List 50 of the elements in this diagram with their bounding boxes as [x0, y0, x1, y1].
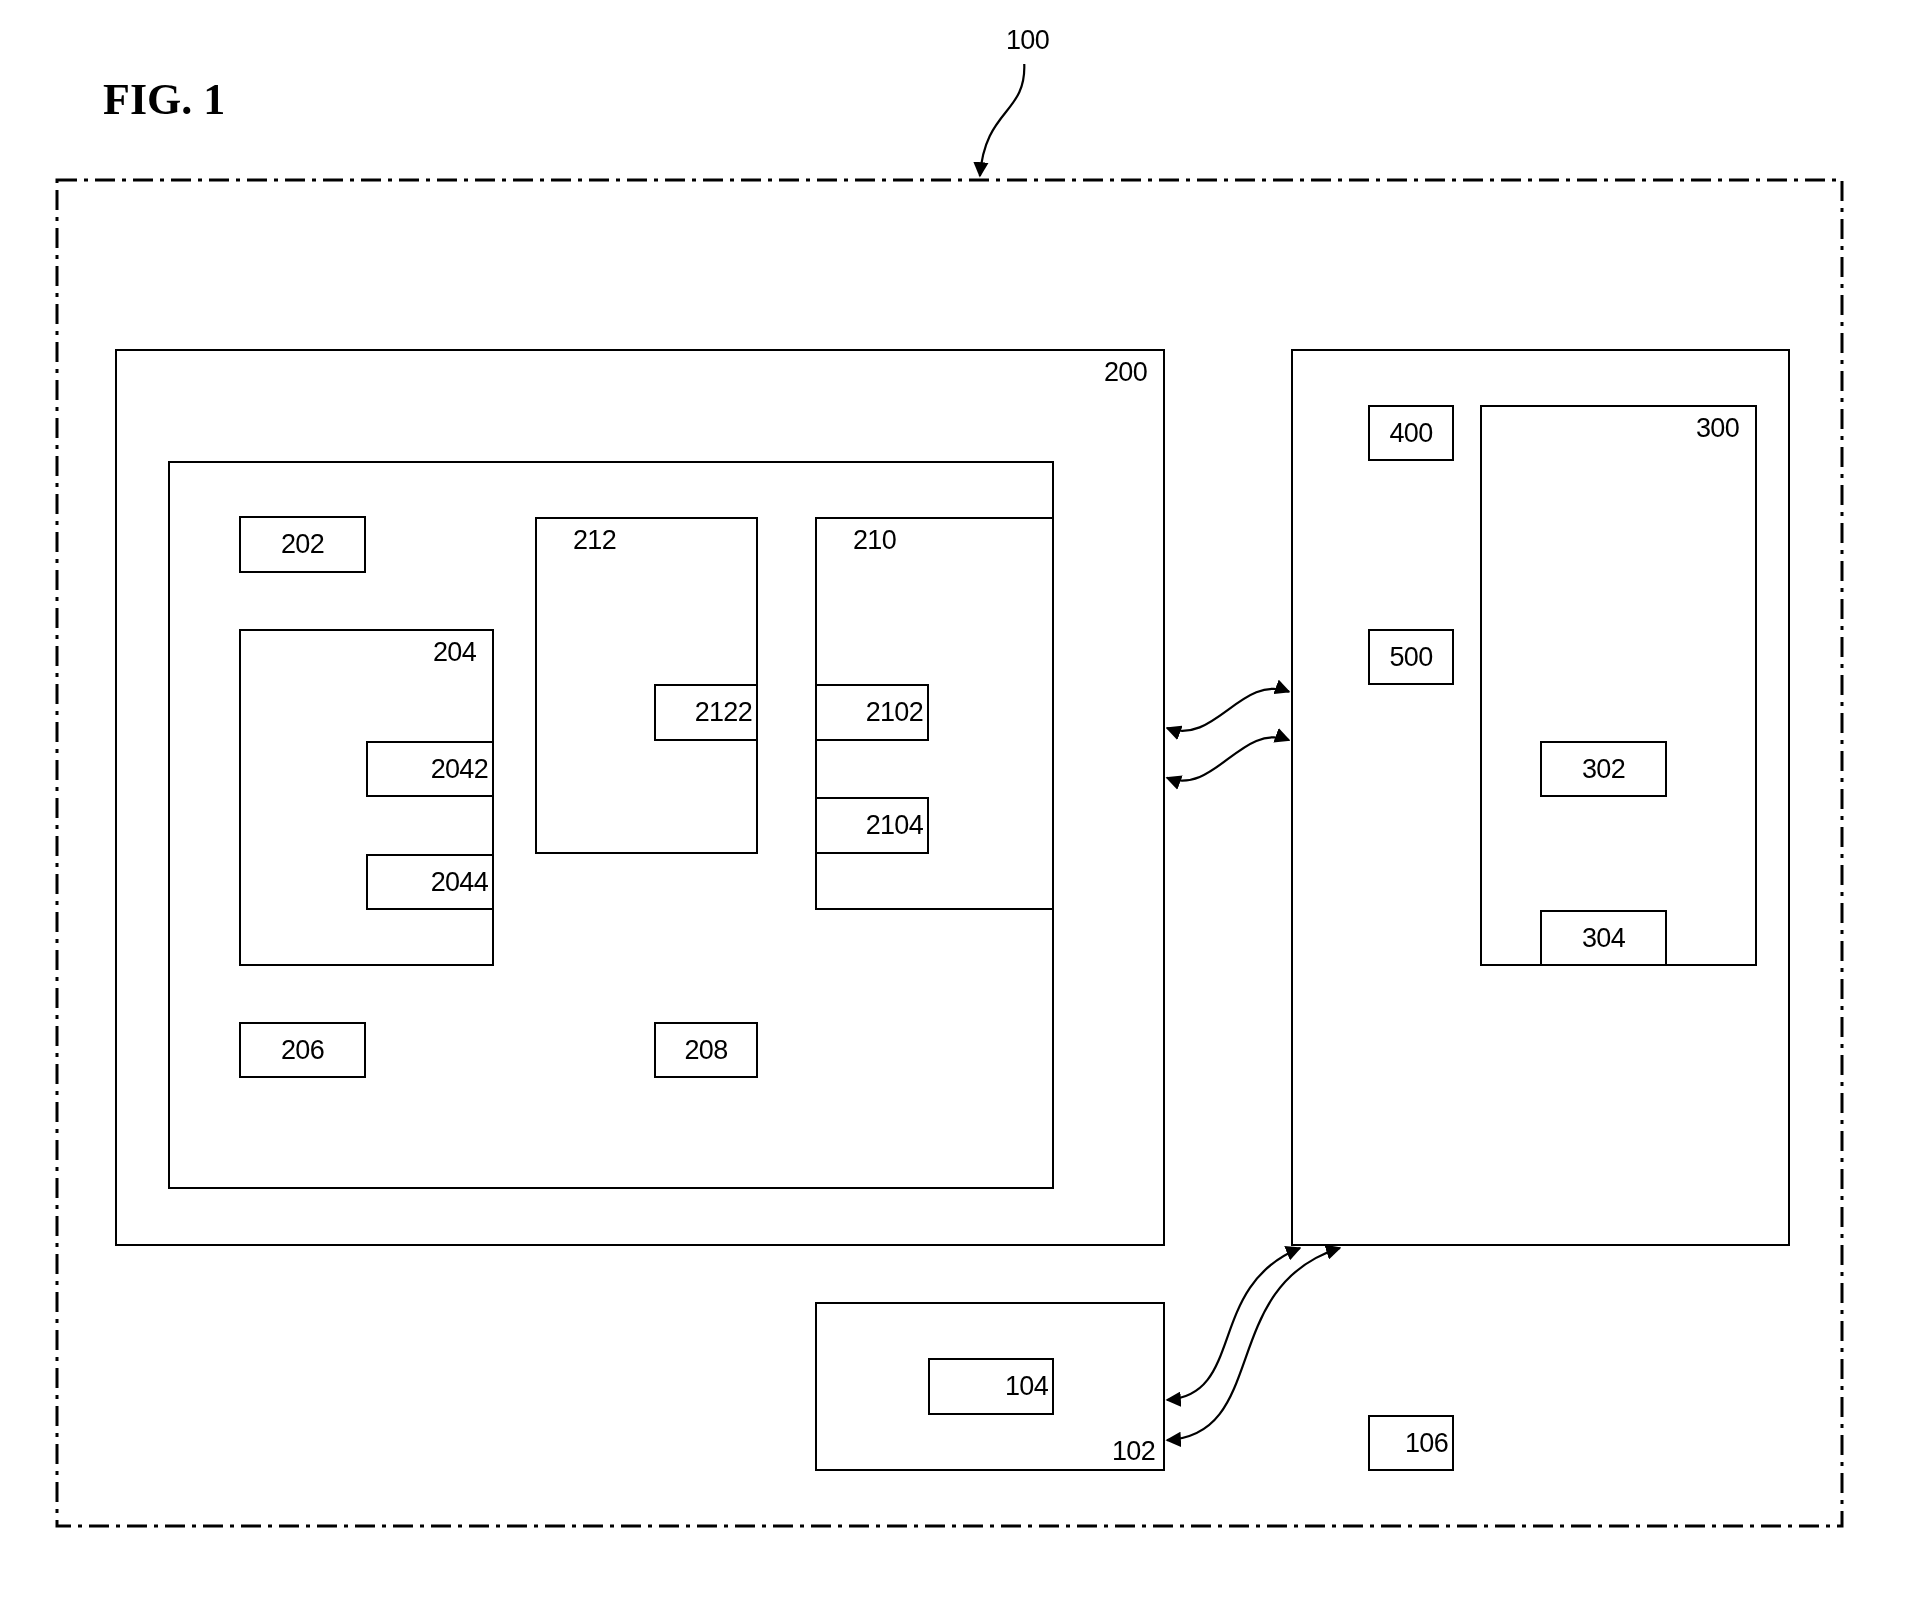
block — [239, 629, 494, 966]
double-arrow — [1165, 729, 1291, 789]
block — [1540, 910, 1667, 966]
reference-numeral: 2044 — [430, 868, 488, 896]
reference-numeral: 106 — [1404, 1429, 1448, 1457]
reference-numeral: 304 — [1582, 924, 1625, 952]
reference-numeral: 2102 — [865, 699, 923, 726]
reference-numeral: 210 — [853, 527, 897, 554]
reference-numeral: 2122 — [694, 699, 752, 726]
block — [1368, 1415, 1454, 1471]
reference-numeral: 302 — [1582, 755, 1625, 783]
system-boundary — [55, 178, 1844, 1528]
block — [366, 854, 494, 910]
double-arrow — [1165, 1247, 1302, 1405]
double-arrow — [1165, 681, 1291, 739]
block — [654, 1022, 758, 1078]
reference-numeral: 104 — [1004, 1373, 1048, 1400]
figure-title: FIG. 1 — [103, 78, 226, 122]
reference-numeral: 202 — [281, 531, 324, 558]
reference-numeral: 2104 — [865, 812, 923, 839]
reference-numeral: 206 — [281, 1036, 324, 1064]
block — [115, 349, 1165, 1246]
block — [1368, 629, 1454, 685]
block — [1540, 741, 1667, 797]
block — [815, 1302, 1165, 1471]
block — [654, 684, 758, 741]
reference-numeral: 102 — [1111, 1438, 1155, 1465]
block — [1480, 405, 1757, 966]
leader-line — [974, 63, 1026, 178]
block — [239, 516, 366, 573]
reference-numeral: 100 — [1006, 26, 1049, 54]
reference-numeral: 204 — [432, 639, 476, 666]
block — [815, 684, 929, 741]
block — [535, 517, 758, 854]
block — [815, 797, 929, 854]
reference-numeral: 400 — [1389, 419, 1433, 447]
block — [928, 1358, 1054, 1415]
block — [815, 517, 1054, 910]
block — [366, 741, 494, 797]
reference-numeral: 300 — [1695, 415, 1739, 442]
reference-numeral: 2042 — [430, 755, 488, 783]
block — [168, 461, 1054, 1189]
reference-numeral: 200 — [1103, 359, 1147, 386]
block — [1368, 405, 1454, 461]
double-arrow — [1165, 1246, 1342, 1446]
block — [239, 1022, 366, 1078]
block — [1291, 349, 1790, 1246]
reference-numeral: 208 — [684, 1036, 728, 1064]
reference-numeral: 212 — [573, 527, 617, 554]
reference-numeral: 500 — [1389, 643, 1433, 671]
